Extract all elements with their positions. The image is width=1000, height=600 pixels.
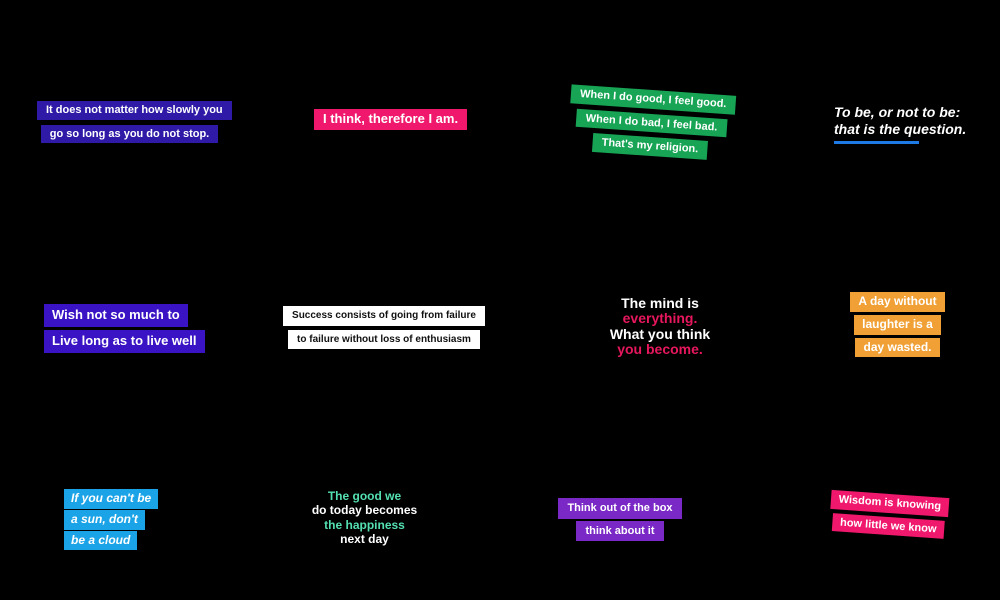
quote-line: What you think <box>609 325 711 342</box>
quote-line: think about it <box>576 520 664 542</box>
quote-line-highlight: The good we <box>327 489 402 503</box>
quote-line: a sun, don't <box>64 509 145 530</box>
quote-line: go so long as you do not stop. <box>40 124 219 144</box>
quote-card-mind[interactable]: The mind is everything. What you think y… <box>590 295 730 358</box>
quote-line: To be, or not to be: <box>834 104 961 120</box>
quote-line: Live long as to live well <box>44 329 205 353</box>
quote-line: day wasted. <box>855 337 940 358</box>
quote-line-highlight: you become. <box>617 341 703 358</box>
quote-line: Success consists of going from failure <box>283 306 485 326</box>
quote-line: to failure without loss of enthusiasm <box>288 329 480 349</box>
quote-line: If you can't be <box>64 489 159 509</box>
quote-line: that is the question. <box>834 120 967 137</box>
quote-line-highlight: the happiness <box>324 517 405 532</box>
quote-line: next day <box>340 532 389 547</box>
quote-card-good[interactable]: The good we do today becomes the happine… <box>297 489 432 547</box>
quote-line: Wish not so much to <box>44 304 188 327</box>
accent-underline <box>834 140 919 144</box>
quote-card-think[interactable]: I think, therefore I am. <box>314 109 468 130</box>
quote-line: do today becomes <box>311 503 418 518</box>
quote-line: be a cloud <box>64 530 138 551</box>
quote-line: I think, therefore I am. <box>314 109 468 130</box>
quote-card-slowly[interactable]: It does not matter how slowly you go so … <box>37 100 232 147</box>
quote-card-box[interactable]: Think out of the box think about it <box>552 498 688 543</box>
quote-line-highlight: everything. <box>622 310 698 327</box>
quote-card-sun[interactable]: If you can't be a sun, don't be a cloud <box>64 489 159 551</box>
quote-card-laughter[interactable]: A day without laughter is a day wasted. <box>845 292 950 360</box>
quote-card-religion[interactable]: When I do good, I feel good. When I do b… <box>567 83 737 165</box>
quote-card-success[interactable]: Success consists of going from failure t… <box>279 305 489 352</box>
quote-card-to-be[interactable]: To be, or not to be: that is the questio… <box>834 104 966 144</box>
quote-line: It does not matter how slowly you <box>37 101 232 120</box>
quote-line: A day without <box>850 292 945 312</box>
quote-line: laughter is a <box>854 314 941 335</box>
quote-line: The mind is <box>621 295 699 311</box>
quote-card-live-well[interactable]: Wish not so much to Live long as to live… <box>44 304 205 356</box>
quote-card-wisdom[interactable]: Wisdom is knowing how little we know <box>823 489 956 543</box>
quote-line: Think out of the box <box>558 498 682 519</box>
